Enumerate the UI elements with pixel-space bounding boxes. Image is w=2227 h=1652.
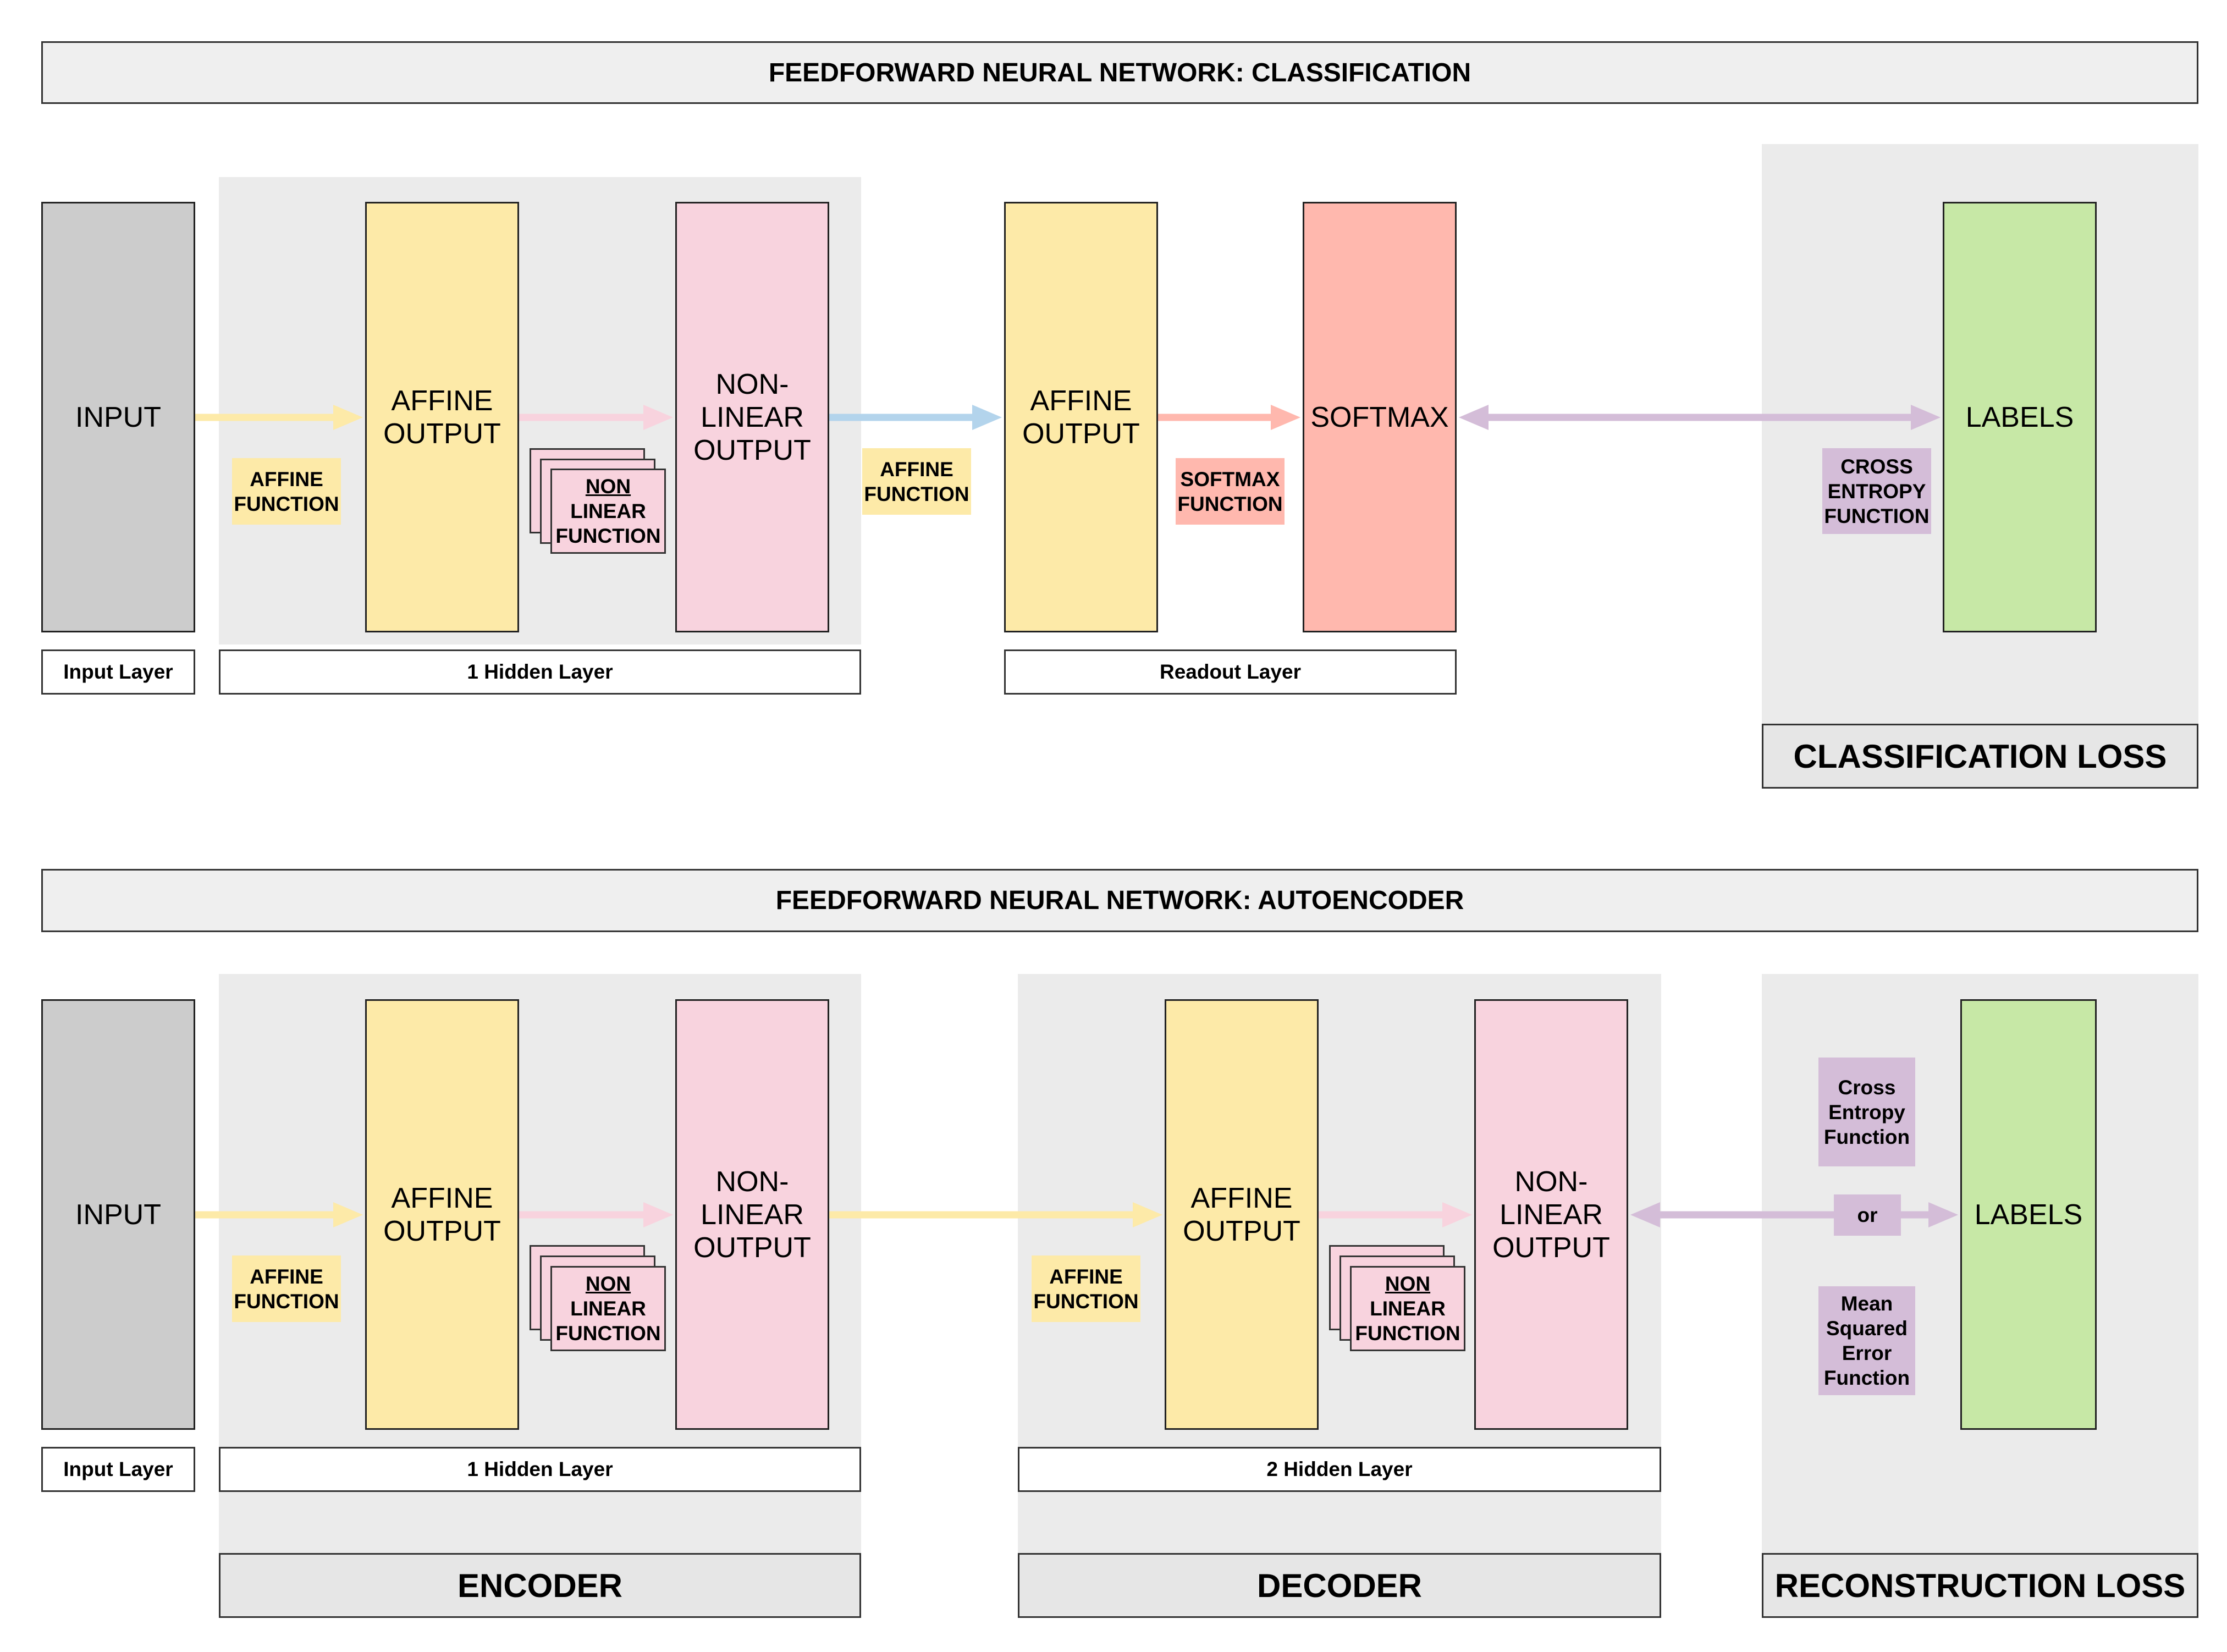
nonlinear-function-label: FUNCTION <box>555 525 661 547</box>
arrowhead <box>1911 405 1941 430</box>
affine-function-tag: AFFINE FUNCTION <box>232 1255 341 1322</box>
input-box: INPUT <box>41 999 195 1430</box>
nonlinear-function-label: FUNCTION <box>555 1322 661 1345</box>
or-tag: or <box>1834 1194 1901 1236</box>
input-box: INPUT <box>41 202 195 632</box>
classification-loss-label: CLASSIFICATION LOSS <box>1762 724 2198 789</box>
softmax-function-tag: SOFTMAX FUNCTION <box>1176 458 1285 525</box>
labels-box: LABELS <box>1943 202 2097 632</box>
mean-squared-error-function-tag: Mean Squared Error Function <box>1818 1286 1915 1395</box>
arrowhead <box>1928 1202 1958 1227</box>
labels-box: LABELS <box>1960 999 2097 1430</box>
decoder-label: DECODER <box>1018 1553 1661 1618</box>
decoder-nonlinear-output-box: NON- LINEAR OUTPUT <box>1474 999 1628 1430</box>
arrowhead <box>1459 405 1489 430</box>
cross-entropy-function-tag: CROSS ENTROPY FUNCTION <box>1822 448 1931 534</box>
arrowhead <box>643 1202 673 1227</box>
nonlinear-function-label: FUNCTION <box>1355 1322 1460 1345</box>
nonlinear-function-label: NON <box>585 1273 631 1295</box>
nonlinear-function-label: NON <box>585 475 631 498</box>
nonlinear-function-label: NON <box>1385 1273 1431 1295</box>
nonlinear-function-card: NON LINEAR FUNCTION <box>1350 1266 1465 1351</box>
decoder-affine-output-box: AFFINE OUTPUT <box>1165 999 1319 1430</box>
arrowhead <box>643 405 673 430</box>
affine-function-tag: AFFINE FUNCTION <box>232 458 341 525</box>
arrowhead <box>1271 405 1300 430</box>
affine-function-tag: AFFINE FUNCTION <box>862 448 971 515</box>
affine-output-box: AFFINE OUTPUT <box>365 202 519 632</box>
nonlinear-output-box: NON- LINEAR OUTPUT <box>675 202 829 632</box>
autoencoder-title: FEEDFORWARD NEURAL NETWORK: AUTOENCODER <box>41 869 2198 932</box>
reconstruction-loss-label: RECONSTRUCTION LOSS <box>1762 1553 2198 1618</box>
nonlinear-function-label: LINEAR <box>1370 1297 1446 1320</box>
softmax-box: SOFTMAX <box>1303 202 1457 632</box>
hidden-layer-label: 2 Hidden Layer <box>1018 1447 1661 1492</box>
affine-function-tag: AFFINE FUNCTION <box>1032 1255 1140 1322</box>
arrowhead <box>1133 1202 1162 1227</box>
nonlinear-function-label: LINEAR <box>570 500 646 522</box>
arrowhead <box>1630 1202 1660 1227</box>
nonlinear-function-card: NON LINEAR FUNCTION <box>550 1266 666 1351</box>
nonlinear-output-box: NON- LINEAR OUTPUT <box>675 999 829 1430</box>
readout-affine-output-box: AFFINE OUTPUT <box>1004 202 1158 632</box>
arrowhead <box>333 1202 363 1227</box>
nonlinear-function-label: LINEAR <box>570 1297 646 1320</box>
arrowhead <box>1442 1202 1472 1227</box>
input-layer-label: Input Layer <box>41 649 195 695</box>
hidden-layer-label: 1 Hidden Layer <box>219 649 861 695</box>
cross-entropy-function-tag: Cross Entropy Function <box>1818 1058 1915 1166</box>
hidden-layer-label: 1 Hidden Layer <box>219 1447 861 1492</box>
arrowhead <box>972 405 1002 430</box>
input-layer-label: Input Layer <box>41 1447 195 1492</box>
nonlinear-function-card: NON LINEAR FUNCTION <box>550 469 666 554</box>
encoder-label: ENCODER <box>219 1553 861 1618</box>
arrowhead <box>333 405 363 430</box>
readout-layer-label: Readout Layer <box>1004 649 1457 695</box>
affine-output-box: AFFINE OUTPUT <box>365 999 519 1430</box>
classification-title: FEEDFORWARD NEURAL NETWORK: CLASSIFICATI… <box>41 41 2198 104</box>
